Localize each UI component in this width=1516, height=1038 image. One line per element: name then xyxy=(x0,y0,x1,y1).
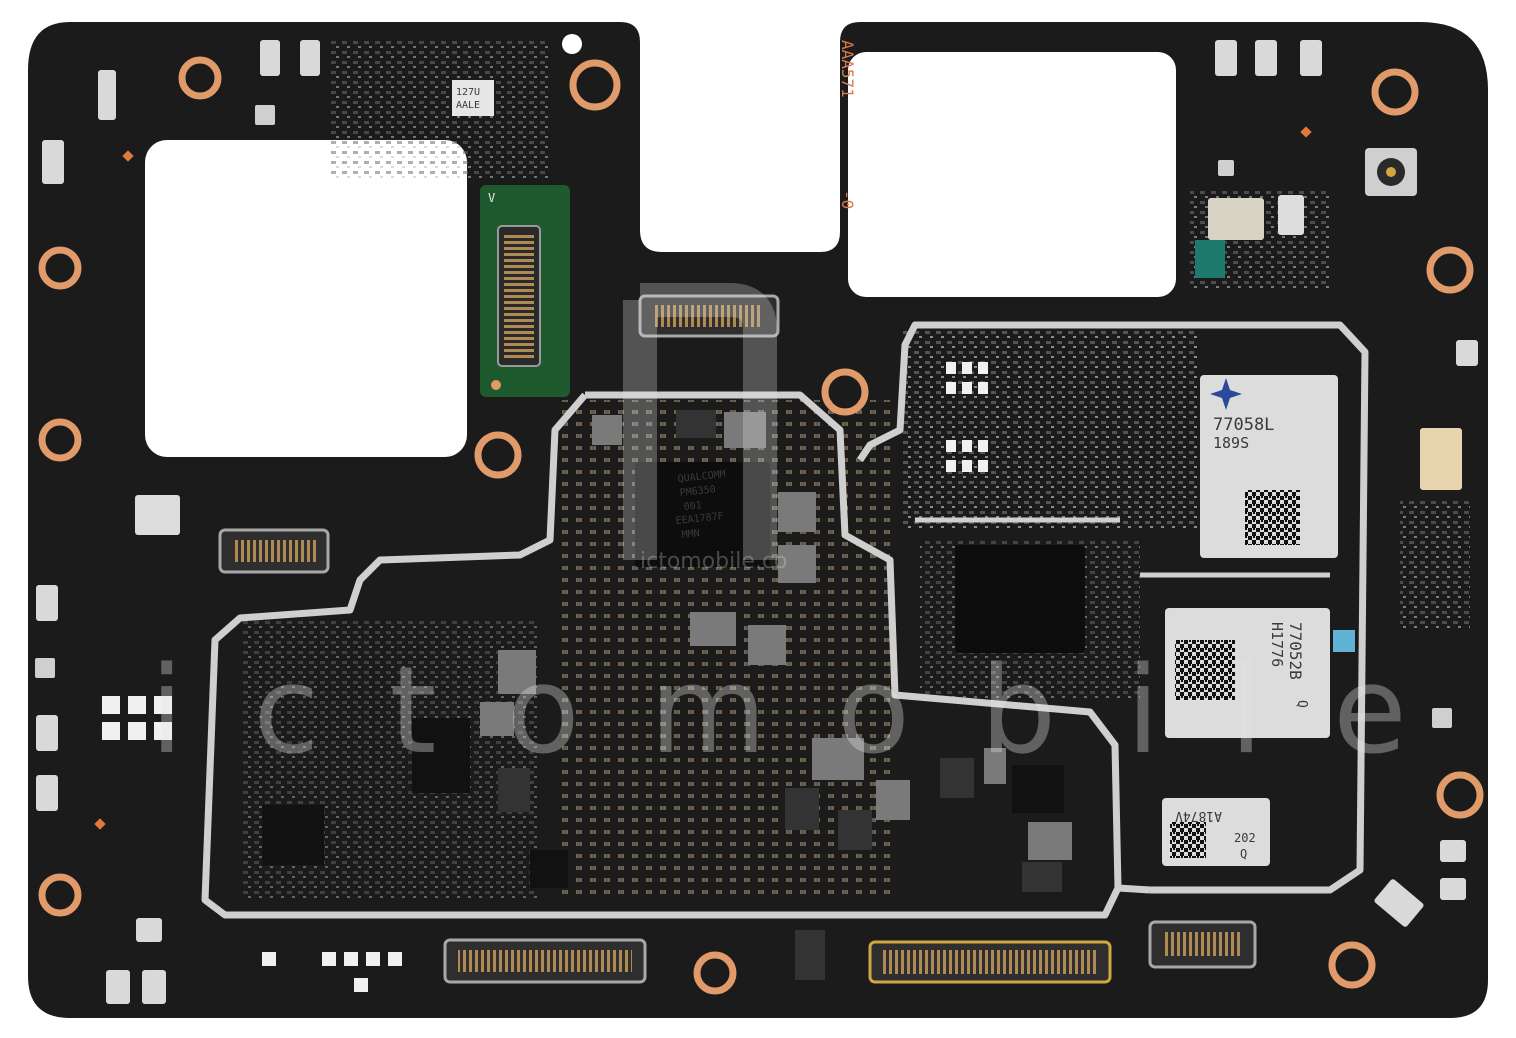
svg-text:77058L: 77058L xyxy=(1213,415,1274,435)
connector-bottom-right xyxy=(1148,920,1257,969)
board-revision: -0 xyxy=(838,190,857,209)
mounting-holes xyxy=(38,56,1484,995)
rf-module-77052b: 77052B H1776 Q xyxy=(1165,608,1355,738)
connector-top-middle xyxy=(638,294,780,338)
sensor-chip: 127U AALE xyxy=(452,80,494,116)
power-ic-left xyxy=(262,805,324,865)
gold-component xyxy=(1420,428,1462,490)
svg-text:ictomobile: ictomobile xyxy=(150,642,1477,781)
svg-text:ictomobile.co: ictomobile.co xyxy=(640,549,787,574)
pmic-chip: QUALCOMM PM6350 001 EEA1787F MMN xyxy=(635,462,770,567)
svg-text:A1874V: A1874V xyxy=(1175,808,1222,823)
shield-frame-left xyxy=(585,321,1369,894)
connector-bottom-middle xyxy=(868,940,1112,984)
flex-mark: V xyxy=(488,191,495,205)
svg-text:QUALCOMM: QUALCOMM xyxy=(677,469,726,485)
svg-text:202: 202 xyxy=(1234,831,1256,845)
svg-text:AALE: AALE xyxy=(456,100,480,111)
svg-text:001: 001 xyxy=(683,500,702,513)
svg-text:Q: Q xyxy=(1240,847,1247,861)
svg-text:H1776: H1776 xyxy=(1268,622,1286,667)
svg-text:Q: Q xyxy=(1294,700,1309,708)
antenna-connector xyxy=(1365,148,1417,196)
watermark: ictomobile ictomobile.co xyxy=(150,283,1477,781)
svg-text:127U: 127U xyxy=(456,87,480,98)
svg-text:77052B: 77052B xyxy=(1286,622,1305,680)
upper-cutout xyxy=(848,52,1176,297)
svg-text:189S: 189S xyxy=(1213,434,1249,452)
camera-cutout xyxy=(145,140,467,457)
rf-module-77058l: 77058L 189S xyxy=(1200,375,1338,558)
connector-bottom-left xyxy=(443,938,647,984)
svg-text:EEA1787F: EEA1787F xyxy=(675,511,724,527)
connector-left xyxy=(218,528,330,574)
rf-module-a1874v: A1874V 202 Q xyxy=(1162,798,1270,866)
svg-text:PM6350: PM6350 xyxy=(679,484,716,499)
soc-chip xyxy=(955,545,1085,653)
svg-text:MMN: MMN xyxy=(681,528,700,541)
board-code: AAA571 xyxy=(838,40,857,98)
